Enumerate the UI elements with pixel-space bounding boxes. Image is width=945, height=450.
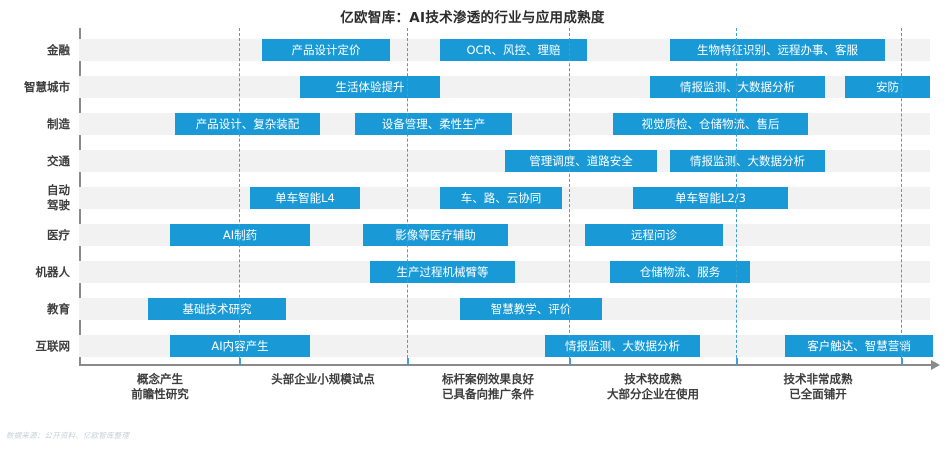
y-axis-label-4: 交通 [0, 154, 70, 169]
application-bar-label: 情报监测、大数据分析 [690, 154, 805, 168]
stage-caption-line: 已具备向推广条件 [442, 387, 534, 401]
application-bar[interactable]: 影像等医疗辅助 [363, 224, 508, 246]
x-axis-arrow-icon [931, 360, 940, 370]
y-axis-label-2: 智慧城市 [0, 80, 70, 95]
stage-caption-line: 技术非常成熟 [783, 372, 853, 386]
stage-caption-line: 概念产生 [137, 372, 183, 386]
stage-gridline [736, 28, 737, 363]
application-bar-label: 安防 [876, 80, 899, 94]
application-bar[interactable]: 单车智能L4 [250, 187, 360, 209]
y-axis-label-1: 金融 [0, 43, 70, 58]
x-axis-tick [407, 358, 409, 365]
application-bar[interactable]: 单车智能L2/3 [633, 187, 788, 209]
application-bar-label: 远程问诊 [631, 228, 677, 242]
source-note: 数据来源：公开资料、亿欧智库整理 [6, 431, 130, 440]
stage-caption-stage1: 概念产生前瞻性研究 [80, 372, 240, 402]
application-bar[interactable]: 情报监测、大数据分析 [545, 335, 700, 357]
application-bar-label: 单车智能L4 [275, 191, 335, 205]
application-bar[interactable]: 产品设计定价 [262, 39, 390, 61]
x-axis-tick [736, 358, 738, 365]
application-bar-label: 产品设计、复杂装配 [195, 117, 300, 131]
application-bar[interactable]: 车、路、云协同 [440, 187, 562, 209]
y-axis-label-5: 自动驾驶 [0, 183, 70, 213]
application-bar-label: 单车智能L2/3 [675, 191, 746, 205]
application-bar[interactable]: 安防 [845, 76, 930, 98]
application-bar[interactable]: 管理调度、道路安全 [505, 150, 657, 172]
application-bar[interactable]: AI制药 [170, 224, 310, 246]
application-bar[interactable]: 生产过程机械臂等 [370, 261, 515, 283]
application-bar[interactable]: OCR、风控、理赔 [440, 39, 587, 61]
y-axis-label-6: 医疗 [0, 228, 70, 243]
application-bar[interactable]: 产品设计、复杂装配 [175, 113, 320, 135]
application-bar-label: 情报监测、大数据分析 [680, 80, 795, 94]
application-bar[interactable]: 基础技术研究 [148, 298, 286, 320]
application-bar-label: 设备管理、柔性生产 [381, 117, 486, 131]
stage-caption-line: 技术较成熟 [624, 372, 682, 386]
application-bar[interactable]: 智慧教学、评价 [460, 298, 602, 320]
y-axis-label-8: 教育 [0, 302, 70, 317]
application-bar-label: 基础技术研究 [182, 302, 252, 316]
y-axis-label-line: 驾驶 [47, 198, 70, 212]
application-bar[interactable]: 客户触达、智慧营销 [785, 335, 933, 357]
stage-caption-stage3: 标杆案例效果良好已具备向推广条件 [408, 372, 568, 402]
stage-caption-line: 大部分企业在使用 [607, 387, 699, 401]
y-axis-label-line: 机器人 [35, 264, 71, 279]
application-bar-label: 管理调度、道路安全 [529, 154, 633, 168]
x-axis-line [79, 364, 932, 366]
x-axis-tick [569, 358, 571, 365]
application-bar[interactable]: 情报监测、大数据分析 [670, 150, 825, 172]
stage-gridline [569, 28, 570, 363]
application-bar-label: 客户触达、智慧营销 [807, 339, 911, 353]
stage-caption-stage2: 头部企业小规模试点 [243, 372, 403, 387]
y-axis-label-line: 医疗 [47, 227, 70, 242]
application-bar[interactable]: AI内容产生 [170, 335, 310, 357]
stage-gridline [407, 28, 408, 363]
application-bar-label: 仓储物流、服务 [639, 265, 721, 279]
application-bar[interactable]: 生物特征识别、远程办事、客服 [670, 39, 885, 61]
stage-caption-line: 头部企业小规模试点 [271, 372, 375, 386]
y-axis-label-line: 自动 [47, 183, 70, 197]
stage-caption-line: 前瞻性研究 [131, 387, 189, 401]
application-bar[interactable]: 生活体验提升 [300, 76, 440, 98]
application-bar-label: 生产过程机械臂等 [396, 265, 489, 279]
stage-caption-stage5: 技术非常成熟已全面铺开 [738, 372, 898, 402]
y-axis-label-line: 交通 [47, 153, 70, 168]
application-bar-label: 视觉质检、仓储物流、售后 [641, 117, 780, 131]
stage-caption-stage4: 技术较成熟大部分企业在使用 [573, 372, 733, 402]
application-bar[interactable]: 远程问诊 [585, 224, 723, 246]
application-bar-label: OCR、风控、理赔 [466, 43, 561, 57]
application-bar[interactable]: 视觉质检、仓储物流、售后 [613, 113, 808, 135]
application-bar[interactable]: 设备管理、柔性生产 [355, 113, 512, 135]
y-axis-label-line: 制造 [47, 116, 70, 131]
y-axis-label-9: 互联网 [0, 338, 71, 354]
stage-caption-line: 已全面铺开 [789, 387, 847, 401]
stage-gridline [901, 28, 902, 363]
application-bar-label: 生活体验提升 [335, 80, 405, 94]
y-axis-label-7: 机器人 [0, 264, 71, 280]
stage-gridline [239, 28, 240, 363]
application-bar[interactable]: 情报监测、大数据分析 [650, 76, 825, 98]
x-axis-tick [901, 358, 903, 365]
y-axis-label-3: 制造 [0, 117, 70, 132]
application-bar-label: 车、路、云协同 [460, 191, 542, 205]
y-axis-label-line: 互联网 [35, 338, 71, 353]
y-axis-label-line: 智慧城市 [24, 79, 70, 94]
application-bar-label: 智慧教学、评价 [490, 302, 572, 316]
y-axis-label-line: 教育 [47, 301, 70, 316]
application-bar-label: 产品设计定价 [291, 43, 361, 57]
x-axis-tick [239, 358, 241, 365]
application-bar-label: 影像等医疗辅助 [395, 228, 476, 242]
application-bar-label: 情报监测、大数据分析 [565, 339, 680, 353]
application-bar-label: 生物特征识别、远程办事、客服 [697, 43, 858, 57]
application-bar[interactable]: 仓储物流、服务 [610, 261, 750, 283]
page-title: 亿欧智库：AI技术渗透的行业与应用成熟度 [340, 10, 605, 26]
stage-caption-line: 标杆案例效果良好 [442, 372, 534, 386]
y-axis-label-line: 金融 [47, 42, 70, 57]
